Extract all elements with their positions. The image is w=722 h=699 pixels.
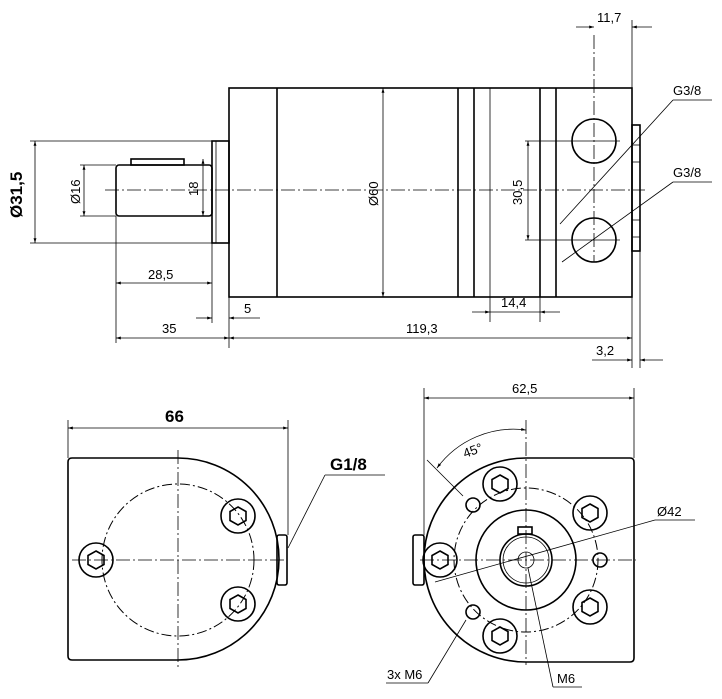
front-bolt-bottom [482,618,518,654]
label-rear-port: G1/8 [330,455,367,474]
front-key [517,526,533,535]
leader-port-bottom [561,181,674,263]
side-view: 11,7 G3/8 G3/8 Ø31,5 Ø16 18 Ø60 30,5 28,… [7,10,712,368]
drawing-shape [220,586,256,622]
leader-pitch-dia [434,519,656,583]
drawing-shape [229,506,247,526]
dim-body-dia: Ø60 [366,181,381,206]
dim-front-width: 62,5 [512,381,537,396]
dim-port-spacing: 30,5 [510,180,525,205]
drawing-shape [453,487,599,633]
dim-angle: 45° [461,440,485,461]
drawing-shape [581,597,599,617]
label-port-bottom: G3/8 [673,165,701,180]
drawing-shape [482,618,518,654]
m6-hole-3 [592,552,608,568]
front-bolt-right-bottom [572,589,608,625]
m6-hole-2 [465,604,481,620]
dim-port-offset: 11,7 [597,10,621,25]
label-3x-m6: 3x M6 [387,667,422,682]
dim-rear-width: 66 [165,407,184,426]
front-bolt-left [422,542,458,578]
drawing-line [426,459,464,497]
drawing-shape [87,550,105,570]
drawing-shape [431,550,449,570]
drawing-line [287,474,326,549]
drawing-shape [581,503,599,523]
label-port-top: G3/8 [673,83,701,98]
dim-shaft-len: 28,5 [148,267,173,282]
dim-body-len: 119,3 [406,321,438,336]
label-pitch-dia: Ø42 [657,504,682,519]
label-m6: M6 [557,671,575,686]
leader-3x-m6 [427,619,467,684]
pilot [475,509,577,611]
dim-shaft-total: 35 [162,321,176,336]
drawing-shape [78,542,114,578]
rear-bolt-3 [220,586,256,622]
rear-view: 66 G1/8 [67,407,385,668]
drawing-shape [502,536,550,584]
drawing-shape [101,483,255,637]
drawing-shape [491,626,509,646]
motor-body [228,87,633,298]
front-bolt-right-top [572,495,608,531]
drawing-shape [491,474,509,494]
drawing-shape [572,495,608,531]
drawing-shape [572,589,608,625]
drawing-shape [422,542,458,578]
body-lines [276,88,557,297]
leader-m6 [527,567,554,688]
center-thread [517,551,535,569]
dim-groove: 14,4 [501,295,526,310]
drawing-line [436,427,527,469]
dim-plate-thk: 3,2 [596,343,614,358]
dim-shaft-dia: Ø16 [68,179,83,204]
shaft-key [130,158,185,166]
dim-flange-dia: Ø31,5 [7,172,26,218]
rear-bolt-1 [78,542,114,578]
rear-housing [67,457,280,661]
leader-port-top [559,99,674,225]
rear-bolt-2 [220,498,256,534]
end-plate [631,124,641,252]
front-view: 62,5 45° Ø42 3x M6 M6 [386,381,695,688]
drawing-shape [482,466,518,502]
flange [211,140,230,244]
m6-hole-1 [465,497,481,513]
dim-flange-thk: 5 [244,301,251,316]
drawing-shape [229,594,247,614]
dim-key-height: 18 [186,182,201,196]
drawing-shape [220,498,256,534]
front-bolt-top [482,466,518,502]
